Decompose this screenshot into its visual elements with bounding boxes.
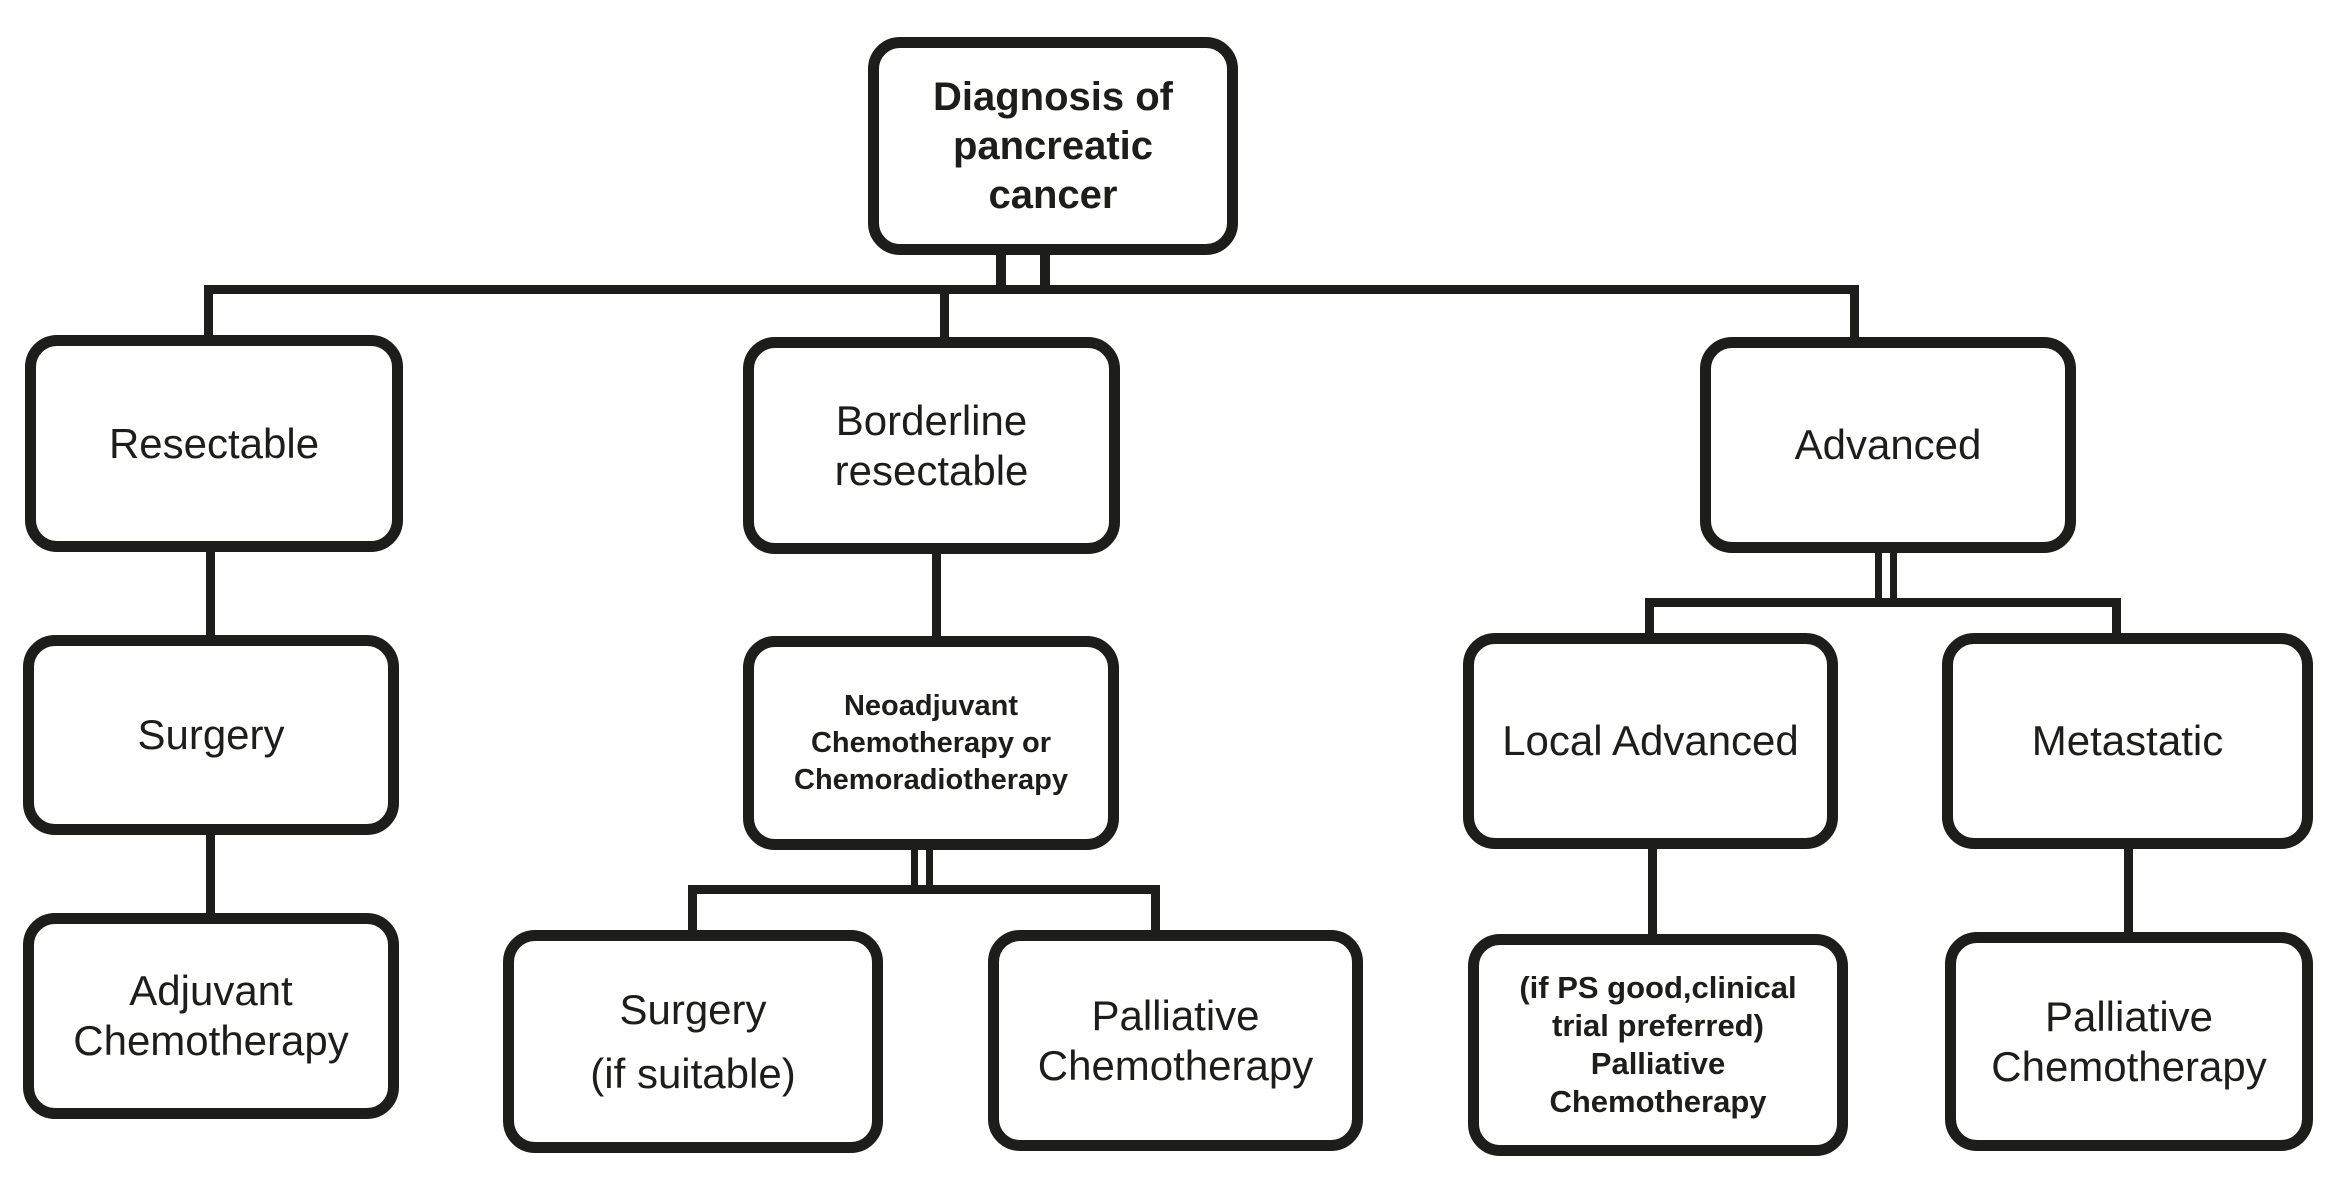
connector-drop-palliative-mid: [1151, 885, 1160, 935]
node-local-advanced-label: Local Advanced: [1502, 717, 1799, 764]
node-metastatic-label: Metastatic: [2031, 717, 2224, 764]
node-adjuvant-chemotherapy-label: Adjuvant Chemotherapy: [73, 967, 349, 1064]
node-palliative-chemotherapy-right-label: Palliative Chemotherapy: [1991, 992, 2267, 1090]
connector-metastatic-palliative: [2124, 845, 2133, 936]
node-palliative-chemotherapy-right: Palliative Chemotherapy: [1945, 932, 2313, 1151]
node-neoadjuvant-therapy-label: Neoadjuvant Chemotherapy or Chemoradioth…: [794, 689, 1068, 796]
connector-neoadjuvant-stem-right: [926, 846, 933, 893]
node-advanced-label: Advanced: [1794, 421, 1982, 468]
node-resectable: Resectable: [25, 335, 403, 552]
connector-surgery-adjuvant: [206, 832, 215, 918]
node-local-advanced: Local Advanced: [1463, 633, 1838, 849]
node-surgery-if-suitable: Surgery (if suitable): [503, 930, 883, 1153]
connector-drop-surgery-if-suitable: [688, 885, 697, 935]
connector-diagnosis-stem-left: [996, 250, 1006, 293]
connector-diagnosis-stem-right: [1040, 250, 1050, 293]
node-if-ps-good-palliative: (if PS good,clinical trial preferred) Pa…: [1468, 934, 1848, 1156]
node-diagnosis-label: Diagnosis of pancreatic cancer: [932, 74, 1174, 217]
connector-neoadjuvant-split-rail: [688, 885, 1160, 894]
connector-advanced-split-rail: [1645, 598, 2121, 607]
connector-localadvanced-ifpsgood: [1648, 845, 1657, 938]
node-borderline-resectable: Borderline resectable: [743, 337, 1120, 554]
node-if-ps-good-palliative-label: (if PS good,clinical trial preferred) Pa…: [1519, 970, 1797, 1119]
connector-drop-local-advanced: [1645, 598, 1654, 638]
node-borderline-resectable-label: Borderline resectable: [834, 396, 1029, 494]
connector-drop-metastatic: [2112, 598, 2121, 638]
connector-resectable-surgery: [206, 548, 215, 640]
node-surgery: Surgery: [23, 635, 399, 835]
connector-drop-advanced: [1850, 285, 1859, 342]
node-metastatic: Metastatic: [1942, 633, 2313, 849]
node-surgery-if-suitable-label: Surgery (if suitable): [590, 985, 796, 1097]
connector-advanced-stem-right: [1890, 548, 1897, 605]
connector-main-rail: [204, 285, 1859, 294]
node-resectable-label: Resectable: [108, 419, 320, 467]
connector-drop-resectable: [204, 285, 213, 340]
node-surgery-label: Surgery: [137, 711, 285, 758]
connector-neoadjuvant-stem-left: [911, 846, 918, 893]
node-diagnosis: Diagnosis of pancreatic cancer: [868, 37, 1238, 255]
connector-drop-borderline: [940, 285, 949, 343]
node-neoadjuvant-therapy: Neoadjuvant Chemotherapy or Chemoradioth…: [743, 636, 1119, 850]
node-adjuvant-chemotherapy: Adjuvant Chemotherapy: [23, 913, 399, 1119]
node-palliative-chemotherapy-mid-label: Palliative Chemotherapy: [1037, 991, 1314, 1089]
node-advanced: Advanced: [1700, 337, 2076, 553]
connector-advanced-stem-left: [1875, 548, 1882, 605]
node-palliative-chemotherapy-mid: Palliative Chemotherapy: [988, 930, 1363, 1151]
connector-borderline-neoadjuvant: [932, 550, 941, 642]
